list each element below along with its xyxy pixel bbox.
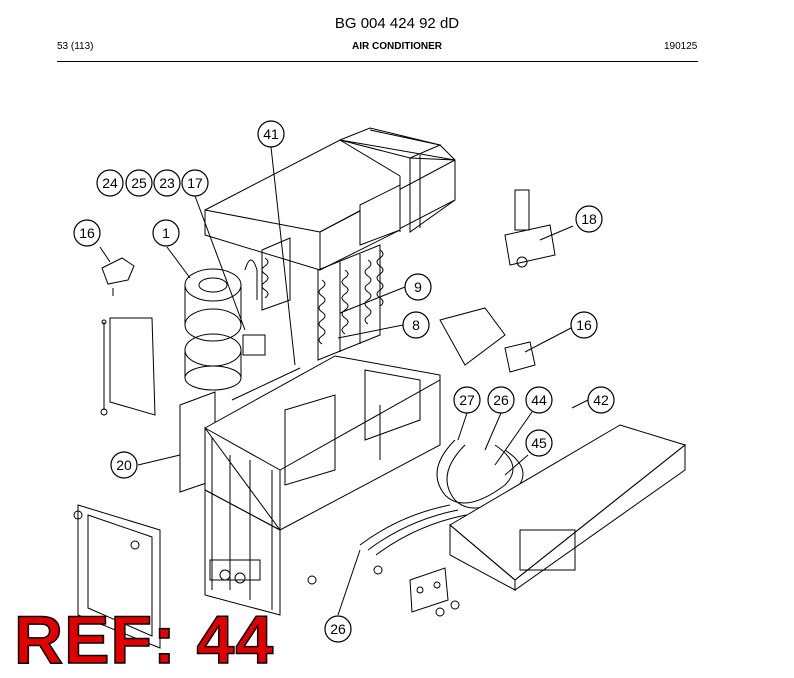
callout-41 [257, 120, 285, 148]
leader-lines [99, 146, 589, 616]
callout-45 [525, 429, 553, 457]
reference-label: REF: 44 [13, 602, 275, 678]
callout-label: 42 [593, 392, 609, 408]
callout-label: 18 [581, 211, 597, 227]
callout-labels: 41 24 25 23 17 18 16 1 9 8 16 27 26 44 4… [79, 126, 609, 637]
callout-label: 23 [159, 175, 175, 191]
page-number: 53 (113) [57, 41, 94, 52]
callout-26-top [487, 386, 515, 414]
callout-20 [110, 451, 138, 479]
callout-label: 26 [493, 392, 509, 408]
callout-27 [453, 386, 481, 414]
callout-16-right [570, 311, 598, 339]
date-code: 190125 [664, 41, 698, 52]
callout-8 [402, 311, 430, 339]
callout-9 [404, 273, 432, 301]
callout-label: 1 [162, 225, 170, 241]
callout-label: 17 [187, 175, 203, 191]
section-title: AIR CONDITIONER [352, 41, 442, 52]
sensor-part-left [101, 257, 135, 296]
access-door [73, 504, 161, 649]
callout-label: 44 [531, 392, 547, 408]
housing-assembly [204, 127, 456, 271]
callouts [73, 120, 615, 643]
callout-label: 27 [459, 392, 475, 408]
drain-pan [449, 424, 687, 591]
expansion-valve [504, 189, 556, 268]
blower-motor [184, 259, 301, 401]
callout-26-bottom [324, 615, 352, 643]
callout-44 [525, 386, 553, 414]
callout-label: 45 [531, 435, 547, 451]
callout-25 [125, 169, 153, 197]
hose-assembly [359, 439, 524, 556]
callout-label: 16 [576, 317, 592, 333]
callout-24 [96, 169, 124, 197]
callout-16-left [73, 219, 101, 247]
callout-label: 16 [79, 225, 95, 241]
callout-label: 41 [263, 126, 279, 142]
callout-label: 9 [414, 279, 422, 295]
document-number: BG 004 424 92 dD [334, 15, 460, 32]
mounting-plate [307, 565, 460, 617]
main-frame [204, 355, 441, 616]
callout-label: 20 [116, 457, 132, 473]
callout-label: 24 [102, 175, 118, 191]
coil-assembly [261, 237, 384, 361]
callout-18 [575, 205, 603, 233]
sensor-part-right [439, 307, 536, 373]
cover-plate [100, 317, 156, 416]
callout-label: 25 [131, 175, 147, 191]
callout-label: 8 [412, 317, 420, 333]
callout-label: 26 [330, 621, 346, 637]
callout-42 [587, 386, 615, 414]
callout-1 [152, 219, 180, 247]
header-rule [57, 61, 698, 62]
callout-17 [181, 169, 209, 197]
callout-23 [153, 169, 181, 197]
